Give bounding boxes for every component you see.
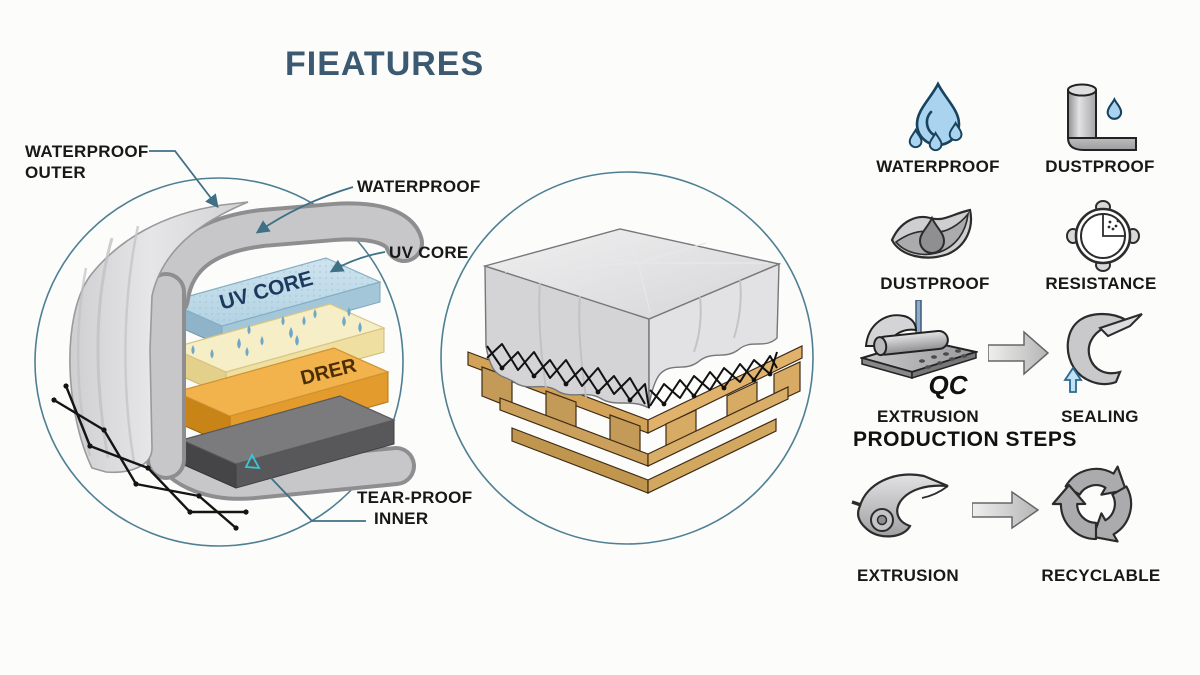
left-circle-outline bbox=[34, 177, 404, 547]
arrow-right-icon bbox=[988, 330, 1050, 376]
recycle-icon bbox=[1050, 465, 1142, 550]
callout-tear-line2: INNER bbox=[374, 509, 429, 528]
step-label-recyclable: RECYCLABLE bbox=[1041, 566, 1161, 585]
callout-waterproof-outer: WATERPROOF OUTER bbox=[25, 141, 149, 183]
feature-label-dustproof-2: DUSTPROOF bbox=[880, 274, 990, 293]
callout-tear-proof-inner: TEAR-PROOF INNER bbox=[357, 487, 472, 529]
callout-waterproof-outer-line1: WATERPROOF bbox=[25, 142, 149, 161]
production-steps-heading: PRODUCTION STEPS bbox=[853, 428, 1077, 451]
callout-uv-core: UV CORE bbox=[389, 243, 469, 262]
feature-label-dustproof-1: DUSTPROOF bbox=[1045, 157, 1155, 176]
callout-waterproof-outer-line2: OUTER bbox=[25, 163, 86, 182]
leader-outer bbox=[149, 150, 219, 209]
feature-label-resistance: RESISTANCE bbox=[1045, 274, 1157, 293]
lacing-cord bbox=[51, 383, 249, 531]
layer-cutaway-diagram: UV CORE bbox=[34, 150, 424, 547]
feature-label-waterproof: WATERPROOF bbox=[876, 157, 1000, 176]
leader-uv-core bbox=[329, 251, 386, 273]
sealing-sheet-icon bbox=[1063, 312, 1143, 393]
material-roll-icon bbox=[851, 473, 949, 538]
leader-lines bbox=[149, 150, 386, 522]
leader-waterproof bbox=[255, 186, 354, 234]
middle-circle-outline bbox=[440, 171, 814, 545]
qc-label: QC bbox=[928, 370, 968, 400]
covered-pallet-diagram bbox=[440, 171, 814, 545]
step-label-extrusion-1: EXTRUSION bbox=[877, 407, 979, 426]
step-label-sealing: SEALING bbox=[1061, 407, 1139, 426]
water-drop-icon bbox=[908, 82, 963, 152]
gauge-icon bbox=[1066, 200, 1140, 272]
pipe-drain-icon bbox=[1067, 83, 1137, 151]
tarp-outer-face bbox=[69, 201, 249, 474]
layer-stack: UV CORE bbox=[166, 257, 396, 489]
callout-tear-line1: TEAR-PROOF bbox=[357, 488, 473, 507]
extrusion-machine-icon bbox=[860, 300, 978, 380]
fabric-drop-icon bbox=[890, 208, 973, 259]
arrow-right-icon-2 bbox=[972, 490, 1040, 530]
step-label-extrusion-2: EXTRUSION bbox=[857, 566, 959, 585]
leader-inner bbox=[270, 477, 366, 522]
page-title: FIEATURES bbox=[285, 45, 485, 83]
up-arrow-icon bbox=[1063, 366, 1083, 393]
tarp-cord bbox=[486, 343, 778, 409]
inner-layer bbox=[180, 395, 396, 489]
cyan-triangle-mark bbox=[244, 453, 261, 470]
callout-waterproof: WATERPROOF bbox=[357, 177, 481, 196]
pallet-tarp-cover bbox=[482, 228, 782, 410]
